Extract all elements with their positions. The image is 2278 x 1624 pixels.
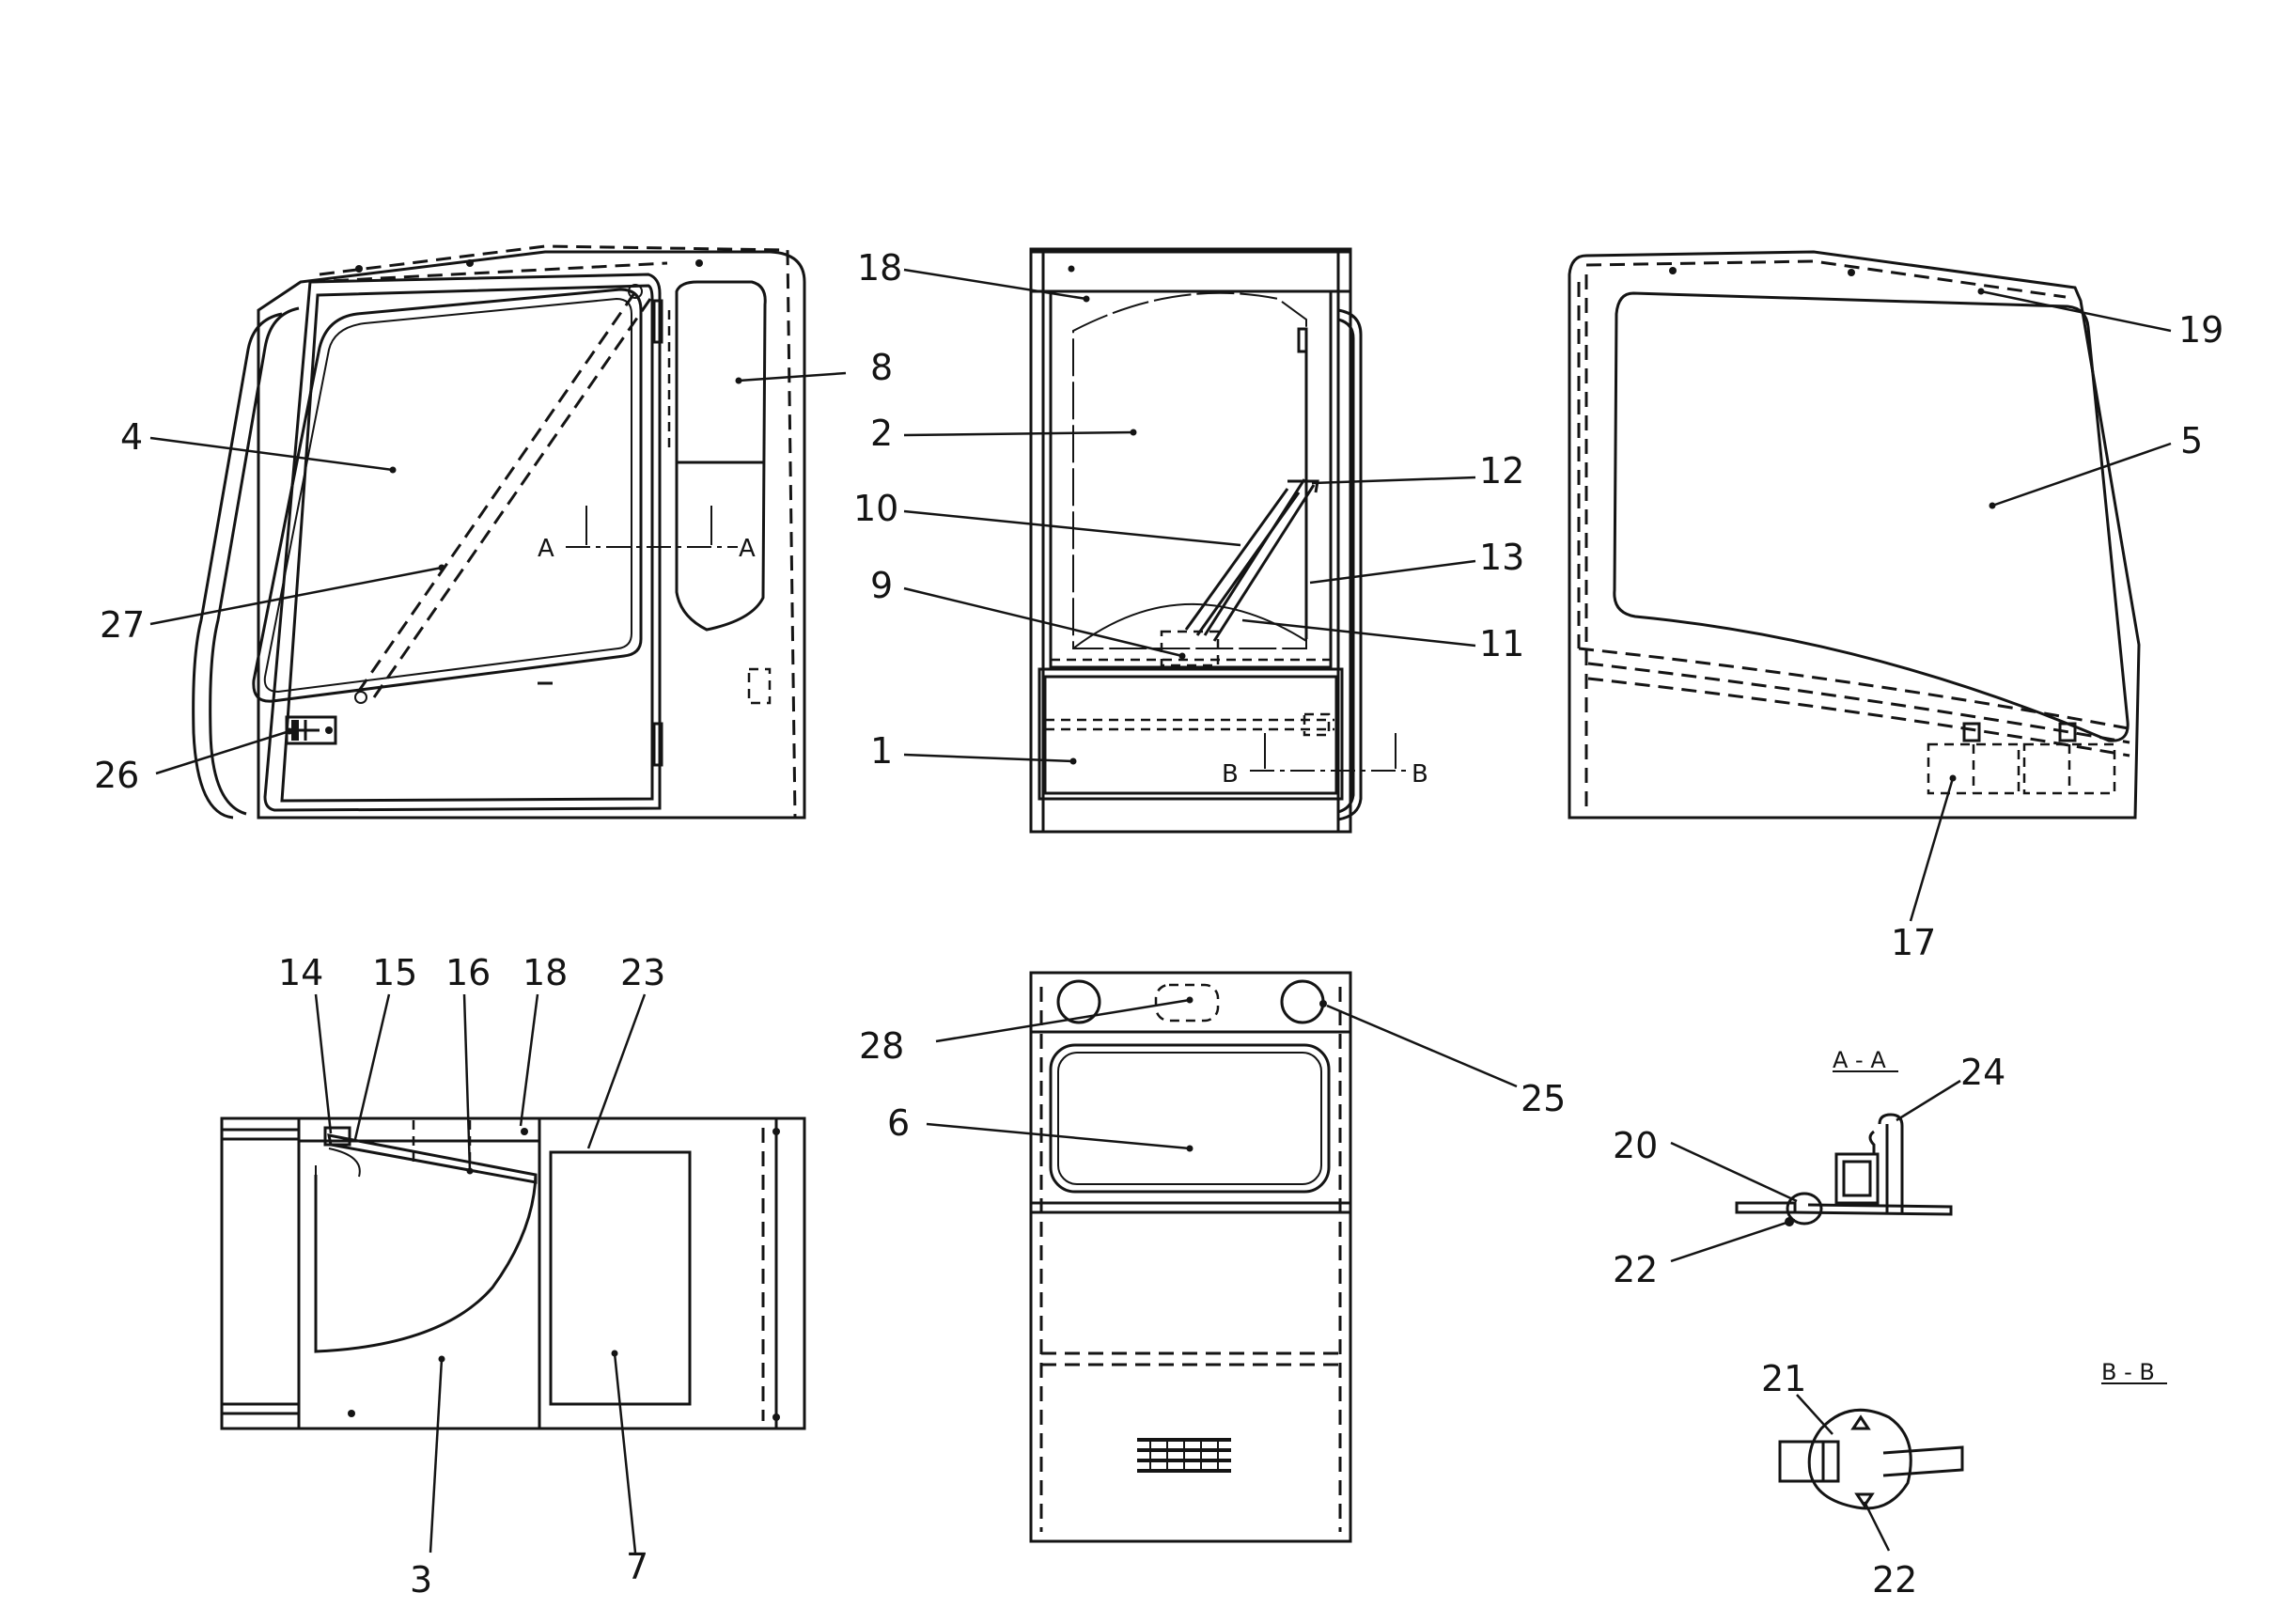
section-b-left: B [1222,760,1239,789]
section-b-right: B [1412,760,1428,789]
callout-5: 5 [2180,420,2203,461]
callout-23: 23 [620,952,665,993]
front-view [1029,247,1410,834]
callout-12: 12 [1479,450,1524,492]
callout-14: 14 [278,952,323,993]
callout-17: 17 [1891,922,1936,963]
leader-lines [149,268,2172,1554]
callout-26: 26 [94,755,139,796]
callout-28: 28 [859,1025,904,1067]
detail-b-b [1778,1382,2167,1510]
callout-4: 4 [120,416,143,458]
callout-7: 7 [626,1546,648,1587]
callout-3: 3 [410,1559,432,1601]
detail-aa-title: A - A [1833,1047,1886,1073]
callout-22-aa: 22 [1613,1249,1658,1290]
rear-view [1029,971,1352,1543]
callout-19: 19 [2178,309,2223,351]
section-a-right: A [739,535,756,563]
callout-11: 11 [1479,623,1524,664]
door-glass [252,288,643,703]
callout-18-roof: 18 [523,952,568,993]
callout-27: 27 [100,604,145,646]
callout-25: 25 [1521,1078,1566,1119]
callout-15: 15 [372,952,417,993]
section-marks: A A B B A - A B - B [538,535,2155,1385]
callout-labels: 4 27 26 8 18 2 10 9 1 12 13 11 19 5 17 1… [94,247,2223,1601]
callout-9: 9 [870,565,893,606]
detail-bb-title: B - B [2101,1359,2155,1385]
callout-10: 10 [853,488,898,529]
roof-view [220,1116,806,1430]
callout-24: 24 [1960,1052,2005,1093]
right-side-view [1568,250,2141,820]
left-side-view [192,244,806,820]
callout-22-bb: 22 [1872,1559,1917,1601]
callout-21: 21 [1761,1358,1806,1399]
callout-1: 1 [870,730,893,772]
callout-8: 8 [870,347,893,388]
right-glass [1613,291,2130,742]
callout-2: 2 [870,413,893,454]
callout-16: 16 [445,952,491,993]
section-a-left: A [538,535,554,563]
detail-a-a [1735,1070,1953,1226]
callout-20: 20 [1613,1125,1658,1166]
callout-13: 13 [1479,537,1524,578]
callout-18-front: 18 [857,247,902,289]
callout-6: 6 [887,1102,910,1144]
